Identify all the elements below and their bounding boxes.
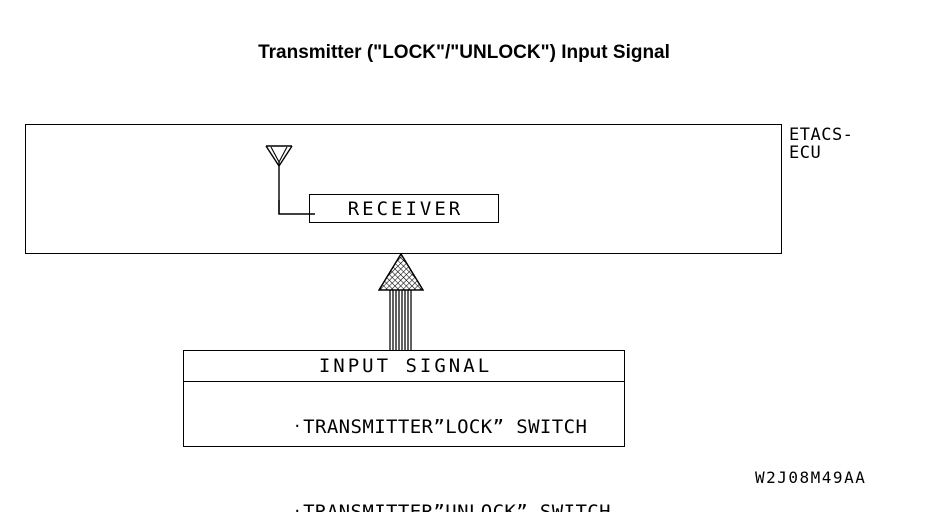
page-title: Transmitter ("LOCK"/"UNLOCK") Input Sign… — [258, 42, 670, 63]
input-signal-list: ·TRANSMITTER”LOCK” SWITCH ·TRANSMITTER”U… — [184, 382, 624, 512]
bullet-icon: · — [292, 502, 303, 512]
receiver-label: RECEIVER — [347, 197, 464, 220]
list-item: ·TRANSMITTER”UNLOCK” SWITCH — [198, 469, 624, 512]
etacs-ecu-label: ETACS- ECU — [789, 125, 854, 163]
bullet-icon: · — [292, 417, 303, 435]
input-signal-title: INPUT SIGNAL — [318, 355, 493, 377]
input-signal-box: INPUT SIGNAL ·TRANSMITTER”LOCK” SWITCH ·… — [183, 350, 625, 512]
signal-flow-arrow — [377, 252, 425, 352]
input-signal-header: INPUT SIGNAL — [184, 351, 624, 382]
figure-code: W2J08M49AA — [755, 468, 867, 487]
list-item-label: TRANSMITTER”UNLOCK” SWITCH — [303, 501, 611, 512]
list-item: ·TRANSMITTER”LOCK” SWITCH — [198, 384, 624, 469]
etacs-ecu-box — [25, 124, 782, 254]
list-item-label: TRANSMITTER”LOCK” SWITCH — [303, 416, 588, 438]
antenna-receiver-wire — [278, 200, 315, 215]
receiver-box: RECEIVER — [309, 194, 499, 223]
